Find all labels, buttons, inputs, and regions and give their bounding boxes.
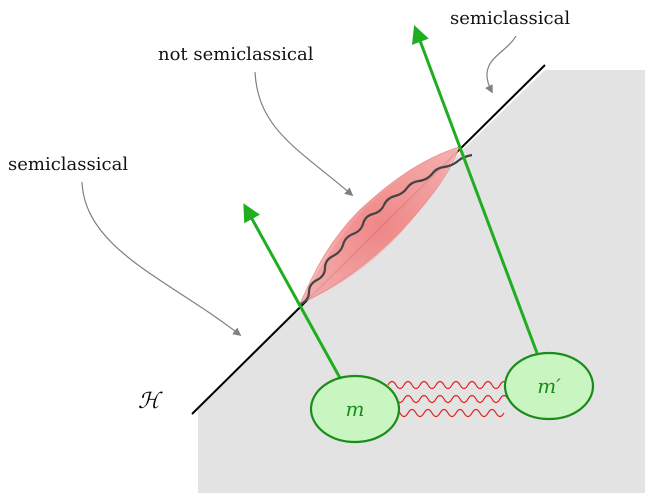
graviton-wiggle-line — [300, 153, 473, 305]
interaction-waves — [387, 380, 509, 418]
label-not-semiclassical: not semiclassical — [158, 44, 314, 65]
mass-m-prime-label: m′ — [537, 374, 561, 398]
horizon-label: ℋ — [138, 389, 163, 414]
green-ray-right — [411, 24, 539, 354]
mass-m — [309, 374, 401, 444]
pointer-arrow-left — [81, 181, 242, 337]
pointer-arrow-middle — [254, 71, 354, 197]
pointer-arrow-top — [485, 35, 517, 94]
mass-m-prime — [503, 351, 595, 421]
interior-region — [198, 70, 645, 493]
label-semiclassical-left: semiclassical — [8, 154, 128, 175]
label-semiclassical-top: semiclassical — [450, 8, 570, 29]
green-ray-left — [243, 203, 342, 379]
mass-m-label: m — [346, 397, 365, 421]
